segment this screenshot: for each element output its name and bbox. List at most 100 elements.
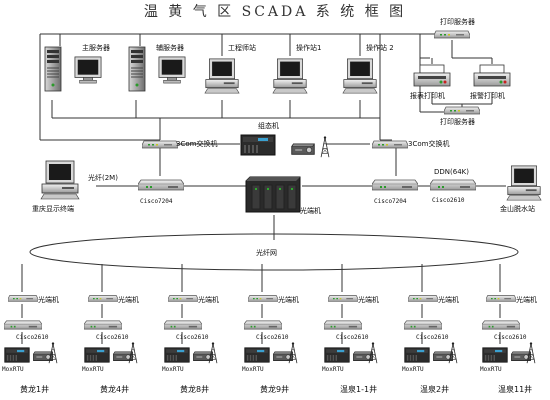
station-name: 黄龙8井 <box>180 384 209 394</box>
switch-left[interactable]: 3Com交换机 <box>142 139 217 149</box>
station-router-label: Cisco2610 <box>16 334 49 341</box>
switch-left-label: 3Com交换机 <box>176 139 217 148</box>
cisco7204-right[interactable]: Cisco7204 <box>372 179 418 205</box>
station-rtu-label: MoxRTU <box>2 366 24 373</box>
cisco2610-right[interactable]: Cisco2610 <box>430 179 476 204</box>
station-optical-label: 光端机 <box>38 295 59 304</box>
station-router-label: Cisco2610 <box>176 334 209 341</box>
print-server-bottom-label: 打印服务器 <box>440 117 475 126</box>
optical-terminal-center[interactable]: 光端机 <box>245 176 321 215</box>
jinshan-station-label: 金山脱水站 <box>500 204 535 213</box>
backup-server-label: 辅服务器 <box>156 43 184 52</box>
station-optical-terminal[interactable] <box>248 295 278 302</box>
switch-right[interactable]: 3Com交换机 <box>372 139 449 149</box>
print-server-top[interactable]: 打印服务器 <box>434 17 475 39</box>
config-machine[interactable]: 组态机 <box>240 121 330 158</box>
station-rtu-label: MoxRTU <box>480 366 502 373</box>
station-rtu[interactable] <box>164 347 190 363</box>
engineer-workstation[interactable]: 工程师站 <box>204 43 256 94</box>
station-router[interactable] <box>4 320 42 330</box>
station-rtu-label: MoxRTU <box>242 366 264 373</box>
station-rtu[interactable] <box>324 347 350 363</box>
chongqing-terminal[interactable]: 重庆显示终端 <box>32 160 80 213</box>
jinshan-station[interactable]: 金山脱水站 <box>500 165 542 213</box>
station-optical-terminal[interactable] <box>8 295 38 302</box>
station-optical-label: 光端机 <box>198 295 219 304</box>
station-router-label: Cisco2610 <box>416 334 449 341</box>
station-optical-terminal[interactable] <box>328 295 358 302</box>
station-rtu-label: MoxRTU <box>402 366 424 373</box>
operator-station-1-label: 操作站1 <box>296 43 321 52</box>
main-server[interactable]: 主服务器 <box>44 43 110 92</box>
station-router[interactable] <box>244 320 282 330</box>
fiber-network-label: 光纤网 <box>256 248 277 257</box>
station-optical-label: 光端机 <box>516 295 537 304</box>
station-name: 黄龙1井 <box>20 384 49 394</box>
station-optical-label: 光端机 <box>278 295 299 304</box>
backup-server[interactable]: 辅服务器 <box>128 43 186 92</box>
station-router-label: Cisco2610 <box>256 334 289 341</box>
switch-right-label: 3Com交换机 <box>408 139 449 148</box>
station-name: 温泉11井 <box>498 384 532 394</box>
station-router[interactable] <box>164 320 202 330</box>
cisco7204-left[interactable]: Cisco7204 <box>138 179 184 205</box>
station-rtu-label: MoxRTU <box>322 366 344 373</box>
top-lan-bus <box>39 33 493 141</box>
chongqing-terminal-label: 重庆显示终端 <box>32 204 74 213</box>
fiber-2m-label: 光纤(2M) <box>88 173 118 182</box>
station-router-label: Cisco2610 <box>96 334 129 341</box>
operator-station-2-label: 操作站 2 <box>366 43 394 52</box>
station-rtu-label: MoxRTU <box>162 366 184 373</box>
station-router[interactable] <box>84 320 122 330</box>
station-name: 黄龙9井 <box>260 384 289 394</box>
station-optical-terminal[interactable] <box>408 295 438 302</box>
station-name: 温泉2井 <box>420 384 449 394</box>
optical-terminal-center-label: 光端机 <box>300 206 321 215</box>
station-rtu[interactable] <box>482 347 508 363</box>
diagram-title: 温 黄 气 区 SCADA 系 统 框 图 <box>144 3 406 20</box>
station-router[interactable] <box>324 320 362 330</box>
station-router[interactable] <box>482 320 520 330</box>
operator-station-1[interactable]: 操作站1 <box>272 43 322 94</box>
main-server-label: 主服务器 <box>82 43 110 52</box>
station-rtu-label: MoxRTU <box>82 366 104 373</box>
ddn-label: DDN(64K) <box>434 168 469 176</box>
print-server-bottom[interactable]: 打印服务器 <box>440 106 480 126</box>
station-router[interactable] <box>404 320 442 330</box>
alarm-printer[interactable]: 报警打印机 <box>470 64 511 100</box>
station-router-label: Cisco2610 <box>336 334 369 341</box>
station-optical-terminal[interactable] <box>168 295 198 302</box>
cisco7204-right-label: Cisco7204 <box>374 198 407 205</box>
station-name: 黄龙4井 <box>100 384 129 394</box>
station-optical-label: 光端机 <box>358 295 379 304</box>
station-optical-terminal[interactable] <box>486 295 516 302</box>
station-optical-label: 光端机 <box>438 295 459 304</box>
station-optical-terminal[interactable] <box>88 295 118 302</box>
report-printer-label: 报表打印机 <box>410 91 445 100</box>
station-rtu[interactable] <box>404 347 430 363</box>
middle-links <box>96 143 506 240</box>
station-rtu[interactable] <box>4 347 30 363</box>
operator-station-2[interactable]: 操作站 2 <box>342 43 394 94</box>
fiber-network-ring <box>29 233 519 271</box>
engineer-workstation-label: 工程师站 <box>228 43 256 52</box>
station-router-label: Cisco2610 <box>494 334 527 341</box>
station-name: 温泉1-1井 <box>340 384 377 394</box>
report-printer[interactable]: 报表打印机 <box>410 64 451 100</box>
cisco7204-left-label: Cisco7204 <box>140 198 173 205</box>
station-rtu[interactable] <box>84 347 110 363</box>
station-optical-label: 光端机 <box>118 295 139 304</box>
cisco2610-right-label: Cisco2610 <box>432 197 465 204</box>
alarm-printer-label: 报警打印机 <box>470 91 505 100</box>
config-machine-label: 组态机 <box>258 121 279 130</box>
station-rtu[interactable] <box>244 347 270 363</box>
print-server-top-label: 打印服务器 <box>440 17 475 26</box>
